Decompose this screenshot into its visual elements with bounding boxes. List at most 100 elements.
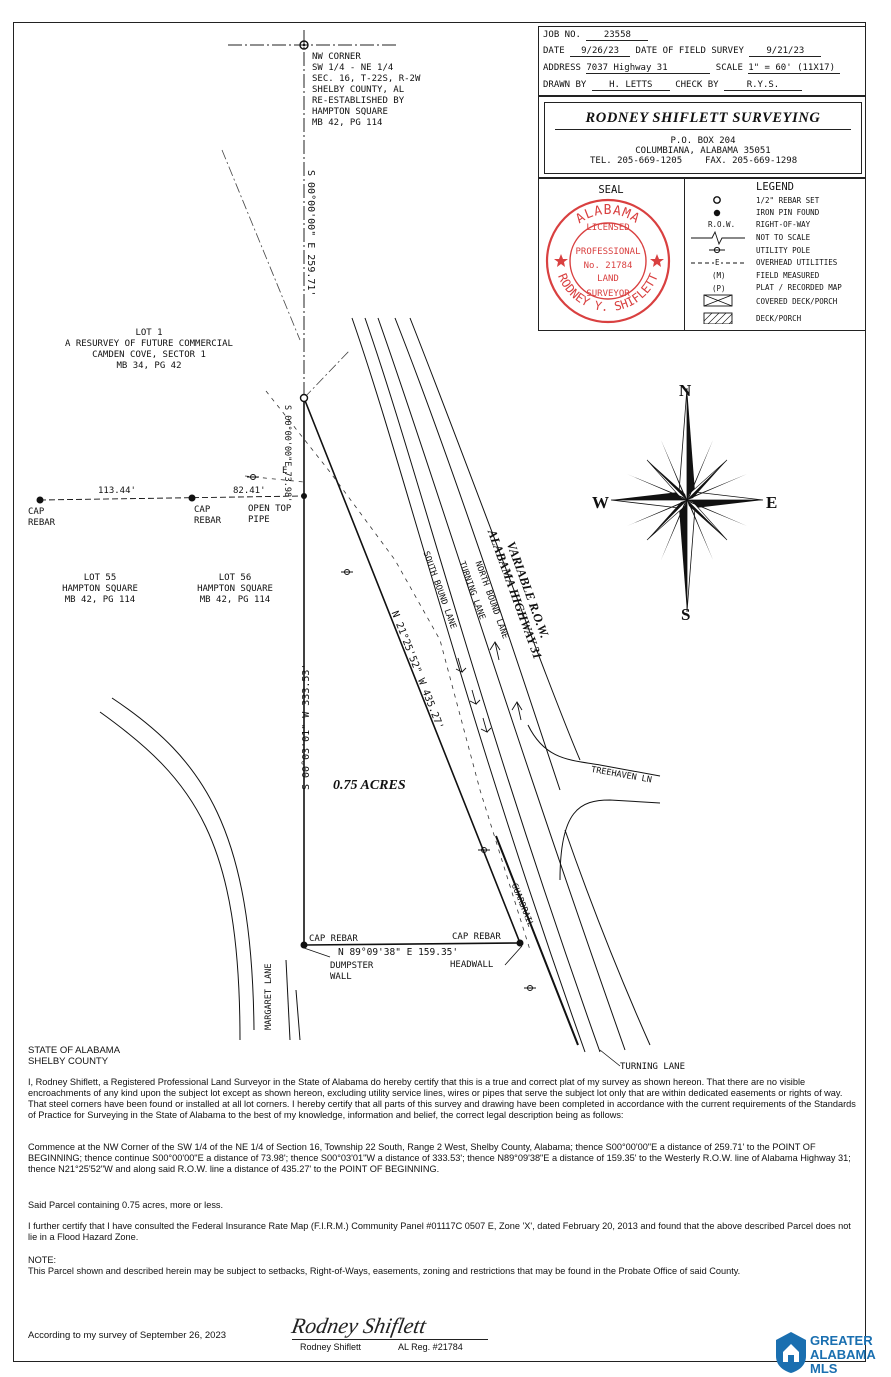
address-value: 7037 Highway 31 bbox=[586, 63, 711, 74]
treehaven-road-upper bbox=[527, 724, 661, 777]
according-line: According to my survey of September 26, … bbox=[28, 1330, 227, 1341]
nw-corner-line: RE-ESTABLISHED BY bbox=[312, 96, 405, 106]
cap-rebar-mid-1: CAP bbox=[194, 505, 211, 515]
seal-legend-divider bbox=[684, 178, 685, 331]
title-block bbox=[538, 26, 866, 96]
old-row-line bbox=[221, 149, 301, 341]
lot56-line: HAMPTON SQUARE bbox=[197, 584, 273, 594]
legend-item: FIELD MEASURED bbox=[756, 271, 820, 280]
open-top-pipe-1: OPEN TOP bbox=[248, 504, 292, 514]
lot56-line: LOT 56 bbox=[218, 573, 252, 583]
legend-heading: LEGEND bbox=[756, 181, 794, 193]
dist-113: 113.44' bbox=[98, 486, 136, 496]
west-line-bearing: S 00°03'01" W 333.53' bbox=[301, 663, 312, 790]
lot55-line: MB 42, PG 114 bbox=[64, 595, 136, 605]
legend-rebar-set-icon bbox=[713, 196, 721, 204]
se-cap-rebar bbox=[516, 939, 524, 947]
legend-deck-icon bbox=[703, 312, 733, 324]
nw-corner-line: NW CORNER bbox=[312, 52, 361, 62]
seal-heading: SEAL bbox=[598, 184, 624, 196]
mls-logo-line3: MLS bbox=[810, 1361, 838, 1376]
old-row-line-2 bbox=[303, 349, 351, 399]
utility-pole bbox=[524, 985, 536, 991]
cap-rebar-far-west bbox=[36, 496, 44, 504]
seal-star-right bbox=[650, 254, 664, 267]
date-row: DATE 9/26/23 DATE OF FIELD SURVEY 9/21/2… bbox=[543, 46, 822, 57]
highway-edge-3 bbox=[377, 317, 626, 1051]
nw-corner-line: HAMPTON SQUARE bbox=[312, 107, 388, 117]
seal-stamp: ALABAMA RODNEY Y. SHIFLETT LICENSED PROF… bbox=[545, 198, 671, 324]
legend-iron-pin-icon bbox=[713, 209, 721, 217]
legend-sym-e: E bbox=[714, 258, 721, 268]
margaret-lane-label: MARGARET LANE bbox=[264, 963, 274, 1030]
parcel-area: 0.75 ACRES bbox=[333, 778, 406, 793]
legend-covered-deck-icon bbox=[703, 294, 733, 307]
headwall-label: HEADWALL bbox=[450, 960, 494, 970]
cert-state: STATE OF ALABAMA bbox=[28, 1045, 121, 1056]
cap-rebar-se-label: CAP REBAR bbox=[452, 932, 501, 942]
seal-surveyor: SURVEYOR bbox=[586, 289, 630, 299]
cap-rebar-west-2: REBAR bbox=[28, 518, 56, 528]
signer-reg: AL Reg. #21784 bbox=[398, 1342, 463, 1352]
legend-sym-row: R.O.W. bbox=[708, 220, 736, 229]
north-line-bearing: S 00°00'00" E 259.71' bbox=[305, 170, 316, 297]
cap-rebar-mid-west bbox=[188, 494, 196, 502]
signature: Rodney Shiflett bbox=[289, 1313, 429, 1338]
job-no-row: JOB NO. 23558 bbox=[543, 30, 649, 41]
pob-pin bbox=[299, 393, 309, 403]
company-phone: TEL. 205-669-1205 bbox=[590, 156, 683, 166]
headwall-leader bbox=[504, 945, 523, 966]
company-name-underline bbox=[555, 129, 851, 130]
signature-line bbox=[292, 1339, 488, 1340]
company-name: RODNEY SHIFLETT SURVEYING bbox=[585, 110, 821, 126]
legend-item: NOT TO SCALE bbox=[756, 233, 811, 242]
field-survey-label: DATE OF FIELD SURVEY bbox=[635, 46, 744, 56]
company-inner-box bbox=[544, 102, 862, 174]
highway-edge-6 bbox=[564, 829, 651, 1046]
lot1-line: CAMDEN COVE, SECTOR 1 bbox=[92, 350, 206, 360]
seal-star-left bbox=[554, 254, 568, 267]
cap-rebar-west-1: CAP bbox=[28, 507, 45, 517]
cap-rebar-sw-label: CAP REBAR bbox=[309, 934, 358, 944]
nw-corner-marker bbox=[299, 40, 309, 50]
cert-paragraph-2: Commence at the NW Corner of the SW 1/4 … bbox=[28, 1142, 851, 1174]
highway-edge-2 bbox=[364, 317, 601, 1053]
treehaven-road-lower bbox=[559, 799, 661, 881]
nw-corner-line: SW 1/4 - NE 1/4 bbox=[312, 63, 394, 73]
cert-paragraph-4: I further certify that I have consulted … bbox=[28, 1221, 851, 1242]
dumpster-leader bbox=[303, 947, 331, 958]
turning-lane-leader bbox=[599, 1049, 621, 1067]
nw-corner-line: SHELBY COUNTY, AL bbox=[312, 85, 405, 95]
scale-label: SCALE bbox=[715, 63, 743, 73]
check-by-label: CHECK BY bbox=[675, 80, 719, 90]
compass-s: S bbox=[681, 605, 691, 624]
lot1-line: MB 34, PG 42 bbox=[116, 361, 182, 371]
drawn-row: DRAWN BY H. LETTS CHECK BY R.Y.S. bbox=[543, 80, 802, 91]
nw-corner-dot bbox=[302, 43, 306, 47]
cert-county: SHELBY COUNTY bbox=[28, 1056, 109, 1067]
guardrail-line bbox=[495, 835, 579, 1046]
legend-not-to-scale-icon bbox=[691, 230, 745, 246]
nw-corner-line: MB 42, PG 114 bbox=[312, 118, 383, 128]
utility-pole bbox=[478, 847, 490, 853]
legend-symbols bbox=[691, 196, 745, 324]
lot55-line: LOT 55 bbox=[83, 573, 117, 583]
dumpster-wall-2: WALL bbox=[330, 972, 352, 982]
company-city: COLUMBIANA, ALABAMA 35051 bbox=[635, 146, 771, 156]
compass-rose bbox=[610, 387, 764, 613]
check-by-value: R.Y.S. bbox=[723, 80, 802, 91]
legend-item: IRON PIN FOUND bbox=[756, 208, 820, 217]
lane-arrows bbox=[455, 641, 523, 733]
compass-e: E bbox=[766, 493, 778, 512]
legend-sym-m: (M) bbox=[712, 271, 726, 280]
seal-number: No. 21784 bbox=[584, 261, 633, 271]
lot1-line: LOT 1 bbox=[135, 328, 163, 338]
open-top-pipe-2: PIPE bbox=[248, 515, 270, 525]
lot1-line: A RESURVEY OF FUTURE COMMERCIAL bbox=[65, 339, 233, 349]
legend-item: DECK/PORCH bbox=[756, 314, 802, 323]
compass-n: N bbox=[679, 381, 692, 400]
utility-pole bbox=[247, 474, 259, 480]
drawn-by-label: DRAWN BY bbox=[543, 80, 587, 90]
highway-edge-1 bbox=[351, 317, 586, 1053]
